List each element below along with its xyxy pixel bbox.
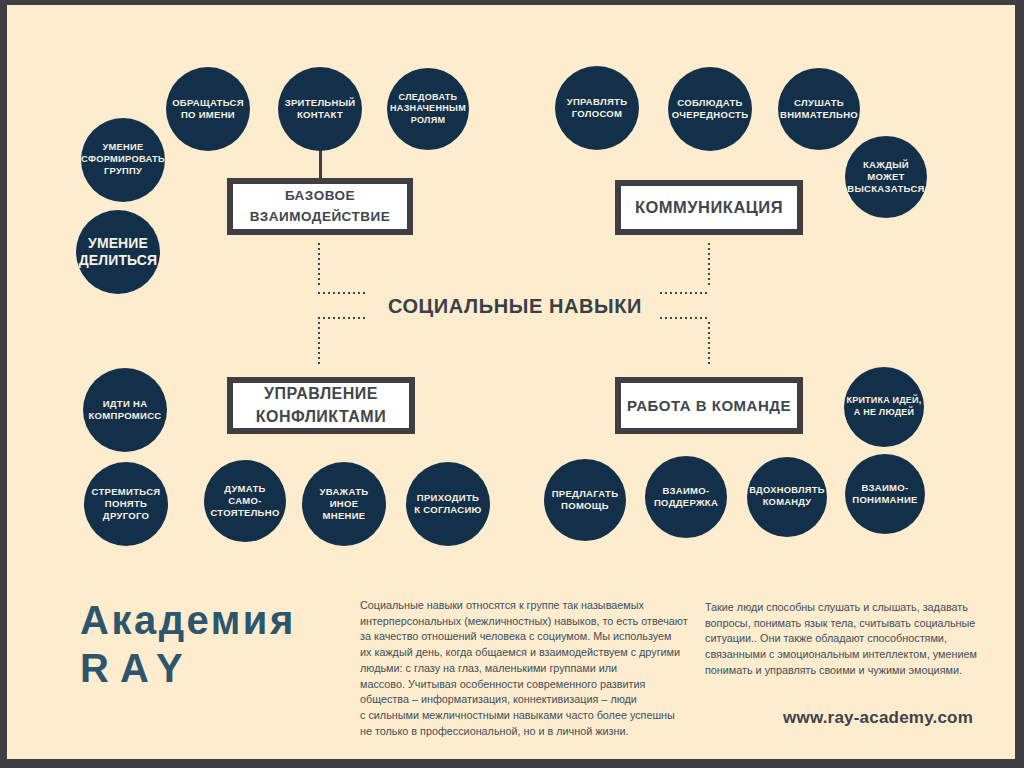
category-box-communication: КОММУНИКАЦИЯ [615, 180, 803, 235]
bubble-reach-agreement: ПРИХОДИТЬ К СОГЛАСИЮ [406, 462, 490, 546]
paragraph-right: Такие люди способны слушать и слышать, з… [705, 600, 1015, 679]
bubble-ability-to-form-group: УМЕНИЕ СФОРМИРОВАТЬ ГРУППУ [81, 118, 165, 202]
bubble-inspire-team: ВДОХНОВЛЯТЬ КОМАНДУ [747, 457, 827, 537]
connector-dotted [318, 292, 368, 294]
category-label: БАЗОВОЕ ВЗАИМОДЕЙСТВИЕ [250, 186, 391, 227]
category-label: КОММУНИКАЦИЯ [635, 198, 783, 217]
brand-logo: Академия RAY [80, 598, 296, 691]
bubble-listen-attentively: СЛУШАТЬ ВНИМАТЕЛЬНО [778, 68, 860, 150]
bubble-offer-help: ПРЕДЛАГАТЬ ПОМОЩЬ [544, 459, 626, 541]
paragraph-left: Социальные навыки относятся к группе так… [360, 598, 705, 739]
category-box-teamwork: РАБОТА В КОМАНДЕ [615, 377, 803, 434]
category-box-conflict-management: УПРАВЛЕНИЕ КОНФЛИКТАМИ [227, 377, 415, 434]
bubble-compromise: ИДТИ НА КОМПРОМИСС [83, 368, 167, 452]
category-label: РАБОТА В КОМАНДЕ [627, 397, 791, 414]
brand-line-1: Академия [80, 598, 296, 643]
connector-dotted [708, 322, 710, 367]
website-url: www.ray-academy.com [690, 708, 973, 728]
category-label: УПРАВЛЕНИЕ КОНФЛИКТАМИ [256, 383, 386, 428]
category-box-basic-interaction: БАЗОВОЕ ВЗАИМОДЕЙСТВИЕ [227, 178, 413, 235]
bubble-take-turns: СОБЛЮДАТЬ ОЧЕРЕДНОСТЬ [668, 67, 752, 151]
connector-dotted [660, 292, 710, 294]
brand-line-2: RAY [80, 646, 296, 691]
bubble-mutual-support: ВЗАИМО- ПОДДЕРЖКА [645, 456, 727, 538]
main-title: СОЦИАЛЬНЫЕ НАВЫКИ [340, 295, 690, 318]
connector-dotted [318, 322, 320, 367]
bubble-control-voice: УПРАВЛЯТЬ ГОЛОСОМ [555, 66, 639, 150]
bubble-criticize-ideas-not-people: КРИТИКА ИДЕЙ, А НЕ ЛЮДЕЙ [844, 367, 924, 447]
bubble-mutual-understanding: ВЗАИМО- ПОНИМАНИЕ [845, 454, 925, 534]
bubble-think-independently: ДУМАТЬ САМО- СТОЯТЕЛЬНО [204, 460, 286, 542]
bubble-follow-assigned-roles: СЛЕДОВАТЬ НАЗНАЧЕННЫМ РОЛЯМ [387, 68, 469, 150]
bubble-address-by-name: ОБРАЩАТЬСЯ ПО ИМЕНИ [166, 67, 250, 151]
bubble-eye-contact: ЗРИТЕЛЬНЫЙ КОНТАКТ [278, 67, 362, 151]
bubble-ability-to-share: УМЕНИЕ ДЕЛИТЬСЯ [76, 210, 160, 294]
connector-dotted [708, 243, 710, 287]
bubble-strive-to-understand: СТРЕМИТЬСЯ ПОНЯТЬ ДРУГОГО [84, 462, 168, 546]
connector-solid-eye-contact [319, 150, 322, 179]
connector-dotted [318, 243, 320, 287]
bubble-everyone-can-speak: КАЖДЫЙ МОЖЕТ ВЫСКАЗАТЬСЯ [845, 136, 927, 218]
bubble-respect-other-opinion: УВАЖАТЬ ИНОЕ МНЕНИЕ [302, 462, 386, 546]
